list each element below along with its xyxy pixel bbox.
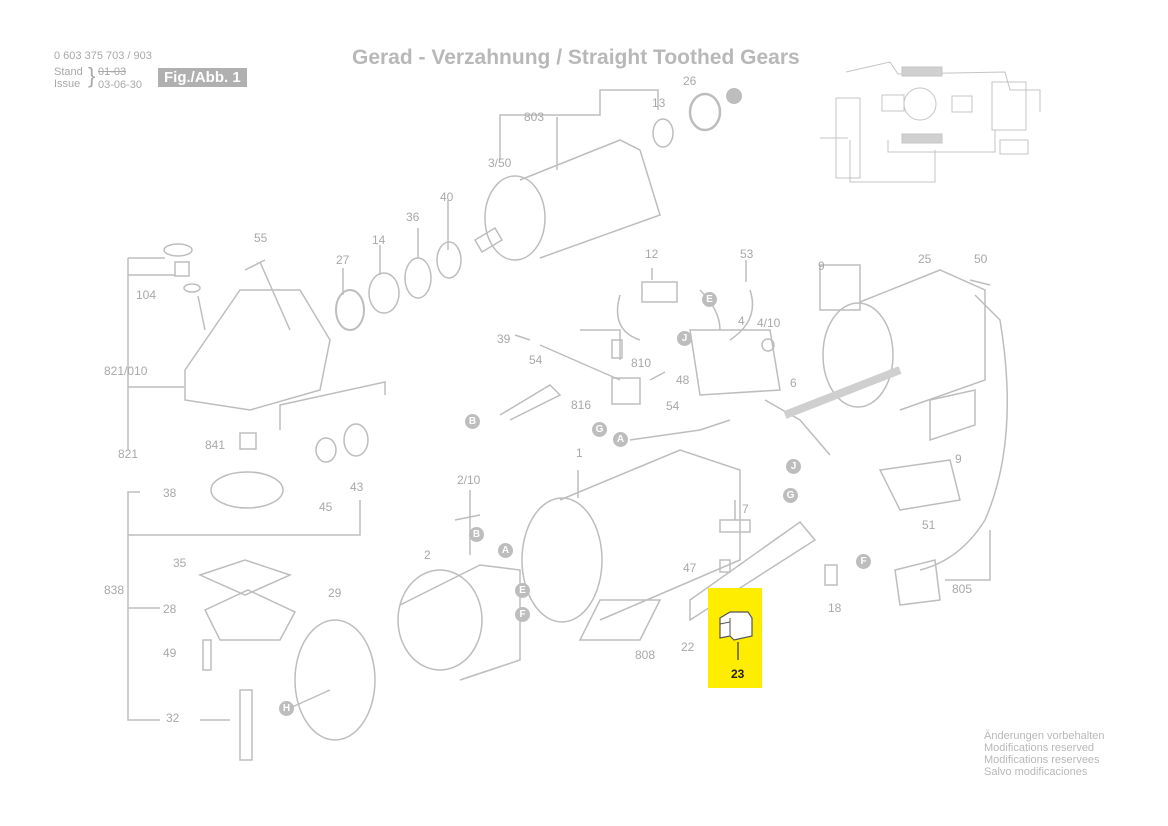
diagram-title: Gerad - Verzahnung / Straight Toothed Ge… <box>352 46 800 69</box>
modifications-notice: Änderungen vorbehalten Modifications res… <box>984 730 1104 778</box>
stand-label: Stand <box>54 66 83 78</box>
connector-marker-f-2: F <box>515 607 530 622</box>
motor-housing-assembly <box>397 449 838 681</box>
connector-marker-a: A <box>613 432 628 447</box>
marker-dot-icon <box>726 88 742 104</box>
notice-line-de: Änderungen vorbehalten <box>984 730 1105 742</box>
part-label-48: 48 <box>676 373 690 387</box>
brace-icon: } <box>88 63 96 88</box>
connector-marker-g: G <box>592 422 607 437</box>
connector-marker-e-2: E <box>515 583 530 598</box>
part-label-22: 22 <box>681 640 695 654</box>
part-label-38: 38 <box>163 486 177 500</box>
issue-label: Issue <box>54 78 81 90</box>
part-label-2: 2 <box>424 548 431 562</box>
part-label-12: 12 <box>645 247 659 261</box>
part-label-805: 805 <box>952 582 973 596</box>
switch-electronics-assembly <box>499 260 831 456</box>
part-label-4: 4 <box>738 314 745 328</box>
part-label-39: 39 <box>497 332 511 346</box>
part-label-23: 23 <box>731 667 745 681</box>
part-number: 0 603 375 703 / 903 <box>54 50 152 62</box>
part-label-7: 7 <box>742 502 749 516</box>
handle-cable-assembly <box>783 264 1008 606</box>
part-label-18: 18 <box>828 601 842 615</box>
connector-marker-e: E <box>702 292 717 307</box>
highlighted-part-23[interactable] <box>708 588 762 688</box>
part-label-40: 40 <box>440 190 454 204</box>
part-label-49: 49 <box>163 646 177 660</box>
wiring-schematic <box>820 61 1041 183</box>
stand-issue-labels: Stand Issue <box>54 66 83 90</box>
part-label-803: 803 <box>524 110 545 124</box>
part-label-25: 25 <box>918 252 932 266</box>
connector-marker-b: B <box>465 414 480 429</box>
notice-line-es: Salvo modificaciones <box>984 766 1088 778</box>
part-label-808: 808 <box>635 648 656 662</box>
part-label-6: 6 <box>790 376 797 390</box>
connector-marker-j: J <box>677 331 692 346</box>
connector-marker-g-2: G <box>783 488 798 503</box>
part-label-51: 51 <box>922 518 936 532</box>
part-label-28: 28 <box>163 602 177 616</box>
part-label-9-upper: 9 <box>818 259 825 273</box>
part-label-841: 841 <box>205 438 226 452</box>
part-label-54-upper: 54 <box>529 353 543 367</box>
part-label-104: 104 <box>136 288 157 302</box>
part-label-35: 35 <box>173 556 187 570</box>
part-label-54-lower: 54 <box>666 399 680 413</box>
part-label-810: 810 <box>631 356 652 370</box>
part-label-3-50: 3/50 <box>488 156 512 170</box>
connector-marker-h: H <box>279 701 294 716</box>
part-label-55: 55 <box>254 231 268 245</box>
part-label-47: 47 <box>683 561 697 575</box>
part-label-50: 50 <box>974 252 988 266</box>
part-label-1: 1 <box>576 446 583 460</box>
connector-marker-a-2: A <box>498 543 513 558</box>
issue-date: 03-06-30 <box>98 79 143 91</box>
part-label-821-010: 821/010 <box>104 364 148 378</box>
connector-marker-b-2: B <box>469 527 484 542</box>
part-label-36: 36 <box>406 210 420 224</box>
gear-housing-assembly <box>127 243 386 761</box>
part-label-2-10: 2/10 <box>457 473 481 487</box>
part-label-821: 821 <box>118 447 139 461</box>
part-label-9-lower: 9 <box>955 452 962 466</box>
part-label-29: 29 <box>328 586 342 600</box>
part-label-32: 32 <box>166 711 180 725</box>
part-label-53: 53 <box>740 247 754 261</box>
part-label-43: 43 <box>350 480 364 494</box>
part-label-838: 838 <box>104 583 125 597</box>
connector-marker-f: F <box>856 554 871 569</box>
notice-line-en: Modifications reserved <box>984 742 1095 754</box>
part-label-27: 27 <box>336 253 350 267</box>
date-old: 01-03 <box>98 66 127 78</box>
figure-label: Fig./Abb. 1 <box>158 68 247 87</box>
part-label-13: 13 <box>652 96 666 110</box>
switch-button-icon <box>719 611 753 660</box>
part-label-26: 26 <box>683 74 697 88</box>
notice-line-fr: Modifications reservees <box>984 754 1100 766</box>
part-label-816: 816 <box>571 398 592 412</box>
part-label-45: 45 <box>319 500 333 514</box>
armature-assembly <box>335 88 742 331</box>
part-label-4-10: 4/10 <box>757 316 781 330</box>
connector-marker-j-2: J <box>786 459 801 474</box>
part-label-14: 14 <box>372 233 386 247</box>
